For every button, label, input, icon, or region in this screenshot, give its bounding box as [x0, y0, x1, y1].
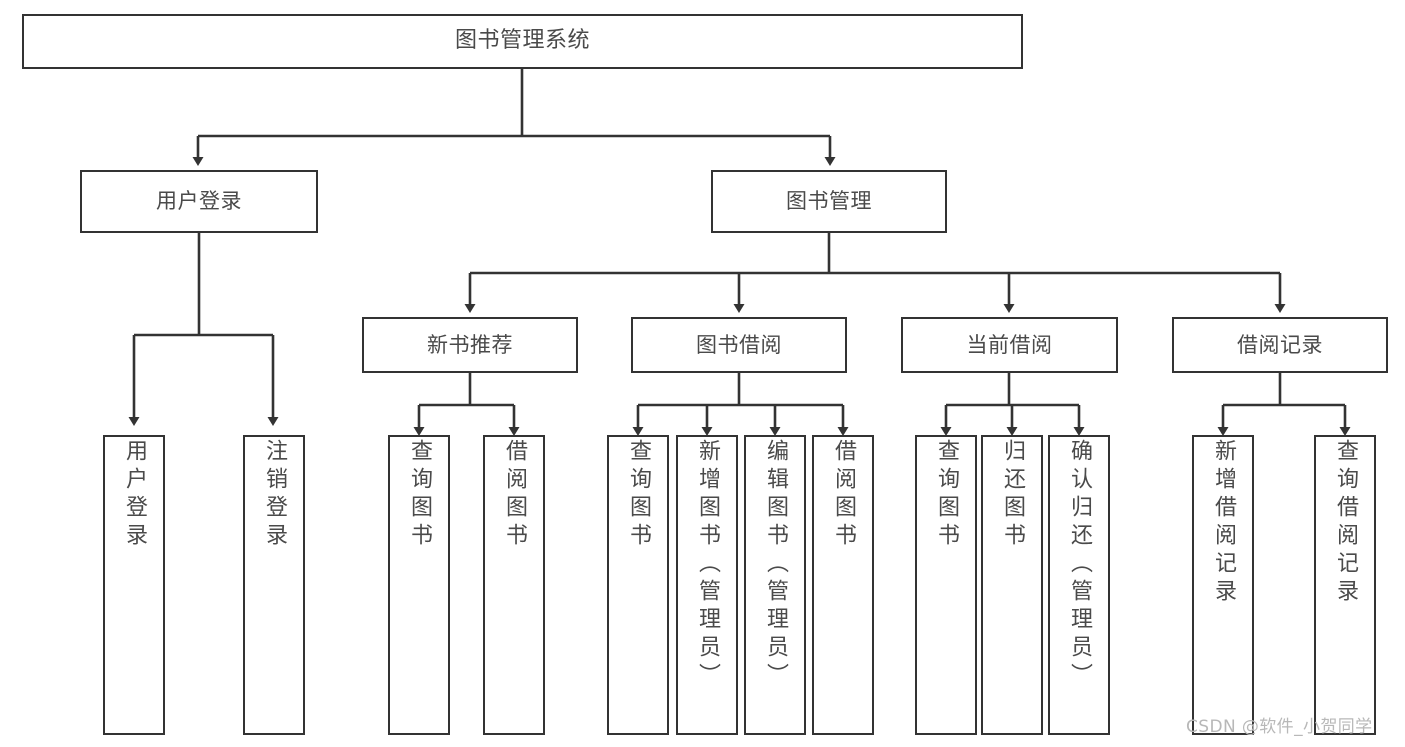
node-label: 图书管理系统 [454, 28, 590, 54]
node-label: 新增图书（管理员） [695, 439, 720, 691]
node-label: 借阅记录 [1237, 332, 1323, 357]
leaf-current-return-book[interactable]: 归还图书 [981, 435, 1043, 735]
node-label: 注销登录 [262, 439, 287, 551]
leaf-borrow-borrow-book[interactable]: 借阅图书 [812, 435, 874, 735]
leaf-current-confirm-return[interactable]: 确认归还（管理员） [1048, 435, 1110, 735]
node-label: 借阅图书 [502, 439, 527, 551]
node-label: 新书推荐 [427, 332, 513, 357]
node-label: 查询图书 [407, 439, 432, 551]
leaf-user-login-signout[interactable]: 注销登录 [243, 435, 305, 735]
leaf-user-login-signin[interactable]: 用户登录 [103, 435, 165, 735]
node-root-system[interactable]: 图书管理系统 [22, 14, 1023, 69]
node-label: 查询图书 [934, 439, 959, 551]
node-label: 确认归还（管理员） [1067, 439, 1092, 691]
node-user-login[interactable]: 用户登录 [80, 170, 318, 233]
node-label: 编辑图书（管理员） [763, 439, 788, 691]
node-label: 用户登录 [122, 439, 147, 551]
node-label: 图书借阅 [696, 332, 782, 357]
node-label: 查询图书 [626, 439, 651, 551]
watermark-text: CSDN @软件_小贺同学 [1186, 717, 1373, 737]
node-label: 当前借阅 [966, 332, 1053, 357]
node-label: 借阅图书 [831, 439, 856, 551]
node-book-borrow[interactable]: 图书借阅 [631, 317, 847, 373]
node-borrow-record[interactable]: 借阅记录 [1172, 317, 1388, 373]
leaf-borrow-query-book[interactable]: 查询图书 [607, 435, 669, 735]
leaf-borrow-add-book[interactable]: 新增图书（管理员） [676, 435, 738, 735]
node-current-borrow[interactable]: 当前借阅 [901, 317, 1118, 373]
node-label: 用户登录 [156, 189, 242, 214]
leaf-current-query-book[interactable]: 查询图书 [915, 435, 977, 735]
node-label: 查询借阅记录 [1333, 439, 1358, 607]
node-label: 归还图书 [1000, 439, 1025, 551]
node-label: 新增借阅记录 [1211, 439, 1236, 607]
leaf-new-book-query[interactable]: 查询图书 [388, 435, 450, 735]
node-label: 图书管理 [786, 189, 872, 214]
leaf-borrow-edit-book[interactable]: 编辑图书（管理员） [744, 435, 806, 735]
leaf-new-book-borrow[interactable]: 借阅图书 [483, 435, 545, 735]
leaf-record-query[interactable]: 查询借阅记录 [1314, 435, 1376, 735]
leaf-record-add[interactable]: 新增借阅记录 [1192, 435, 1254, 735]
node-new-book-recommend[interactable]: 新书推荐 [362, 317, 578, 373]
node-book-management[interactable]: 图书管理 [711, 170, 947, 233]
